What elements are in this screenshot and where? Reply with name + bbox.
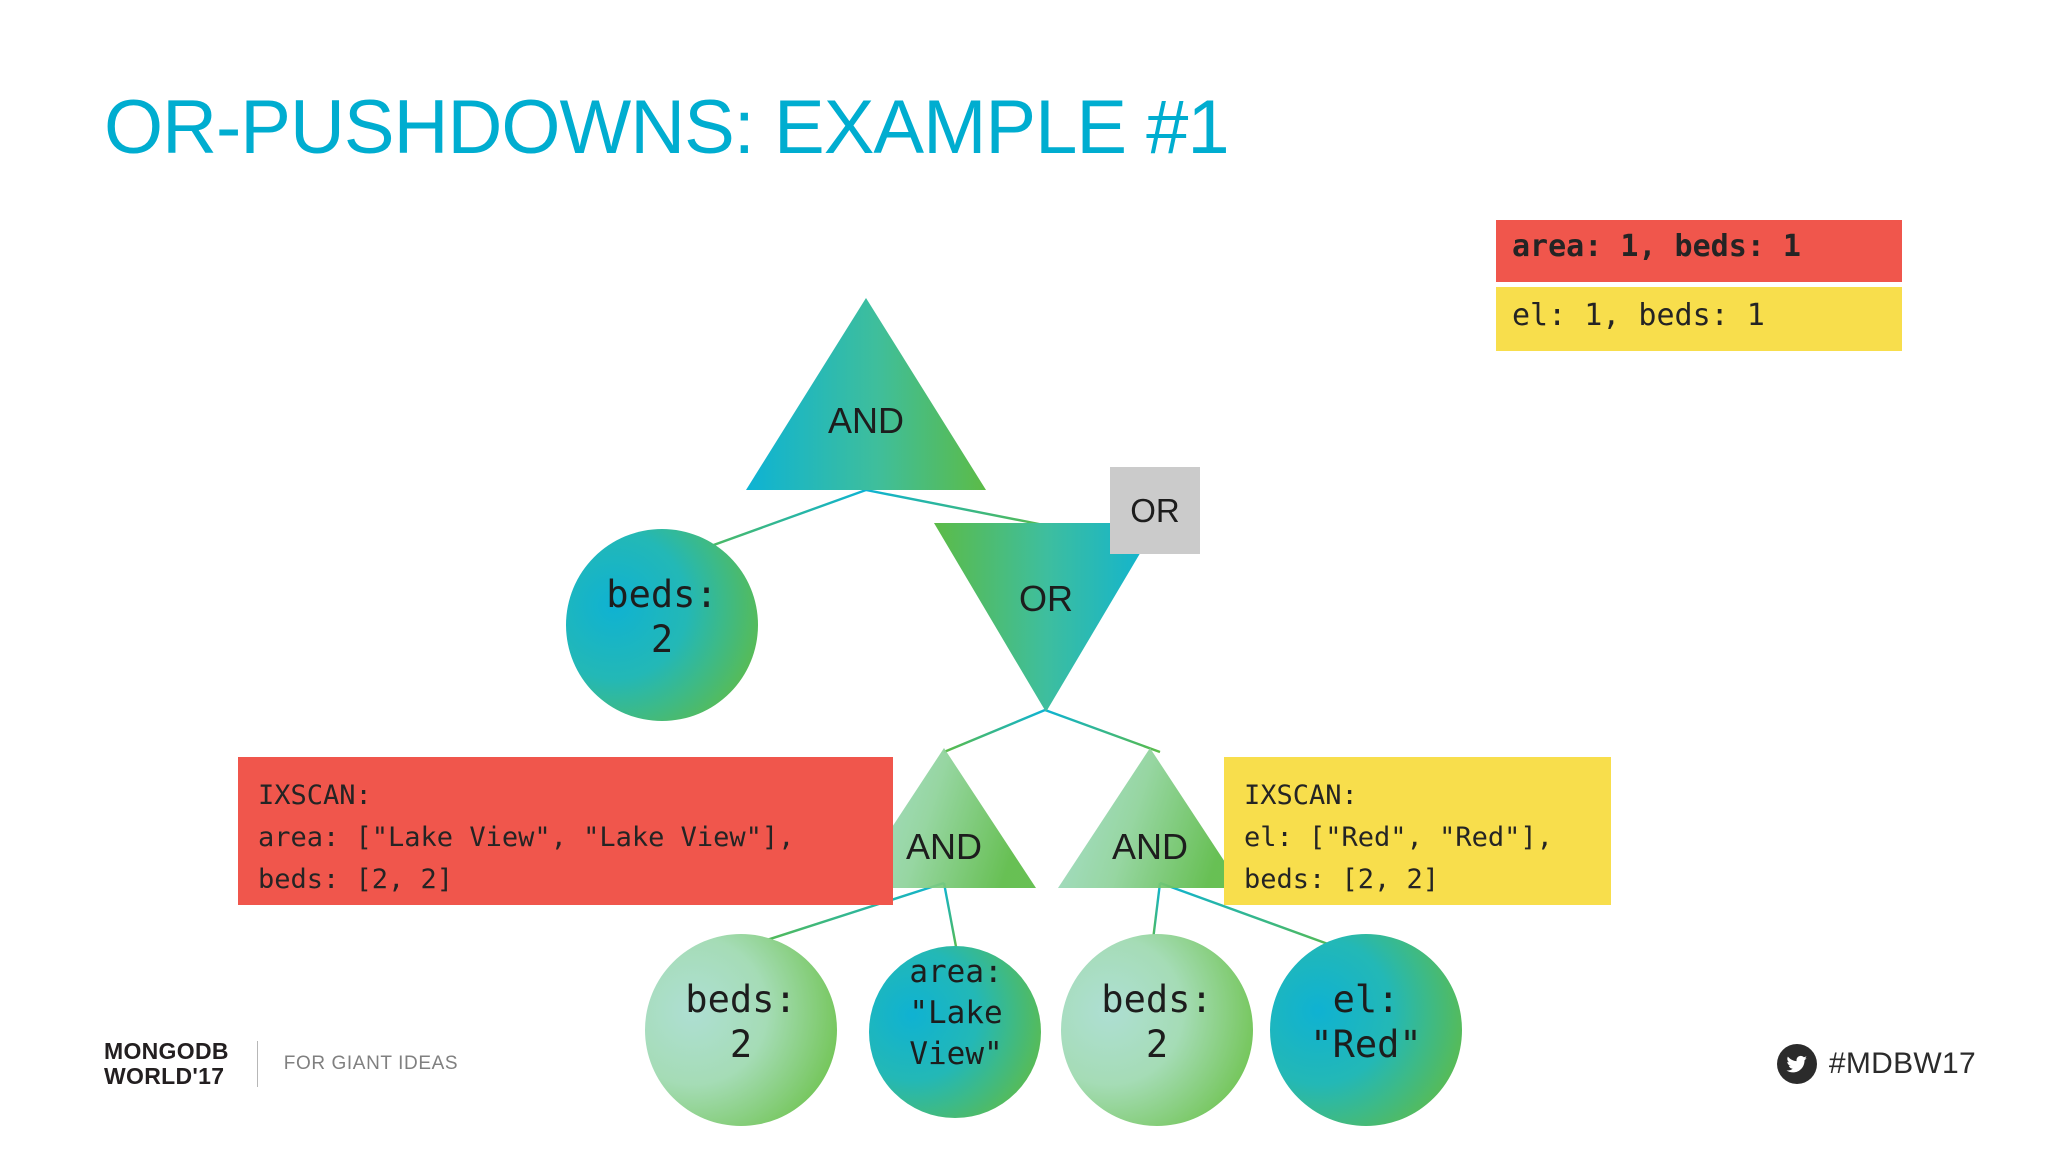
- node-label-root-and: AND: [827, 400, 904, 441]
- node-label-or: OR: [1019, 578, 1073, 619]
- node-label-beds-2-left: beds: 2: [606, 573, 718, 661]
- node-label-leaf-beds-a: beds: 2: [685, 978, 797, 1066]
- ixscan-annotation-right: IXSCAN: el: ["Red", "Red"], beds: [2, 2]: [1224, 757, 1611, 905]
- node-label-and-left: AND: [905, 826, 982, 867]
- twitter-icon: [1776, 1044, 1817, 1084]
- edge-or-to-and-left: [943, 708, 1046, 754]
- edge-root-to-or: [865, 488, 1055, 529]
- ixscan-left-line2: area: ["Lake View", "Lake View"],: [258, 822, 795, 853]
- footer-social: #MDBW17: [1776, 1040, 1976, 1088]
- node-root-and[interactable]: [746, 298, 986, 490]
- ixscan-right-line2: el: ["Red", "Red"],: [1244, 822, 1553, 853]
- edge-andleft-to-area: [942, 882, 959, 953]
- page-title: OR-PUSHDOWNS: EXAMPLE #1: [104, 85, 1230, 170]
- node-label-leaf-el: el: "Red": [1310, 978, 1422, 1066]
- or-chip-callout[interactable]: OR: [1110, 467, 1200, 554]
- legend-index-secondary: el: 1, beds: 1: [1496, 287, 1902, 351]
- ixscan-left-line3: beds: [2, 2]: [258, 864, 454, 895]
- edge-root-to-beds: [671, 488, 867, 562]
- node-label-leaf-area: area: "Lake View": [909, 954, 1003, 1072]
- node-leaf-area[interactable]: [869, 946, 1041, 1118]
- footer-brand-lockup: MONGODB WORLD'17 FOR GIANT IDEAS: [104, 1038, 458, 1090]
- social-handle: #MDBW17: [1828, 1047, 1976, 1080]
- node-beds-2-left[interactable]: [566, 529, 758, 721]
- node-label-and-right: AND: [1111, 826, 1188, 867]
- ixscan-annotation-left: IXSCAN: area: ["Lake View", "Lake View"]…: [238, 757, 893, 905]
- node-leaf-beds-b[interactable]: [1061, 934, 1253, 1126]
- node-leaf-beds-a[interactable]: [645, 934, 837, 1126]
- footer-tagline: FOR GIANT IDEAS: [283, 1053, 459, 1074]
- legend-index-primary: area: 1, beds: 1: [1496, 220, 1902, 282]
- ixscan-right-line1: IXSCAN:: [1244, 780, 1358, 811]
- ixscan-right-line3: beds: [2, 2]: [1244, 864, 1440, 895]
- ixscan-left-line1: IXSCAN:: [258, 780, 372, 811]
- footer-divider: [256, 1041, 258, 1087]
- edge-andright-to-beds: [1150, 882, 1162, 949]
- node-label-leaf-beds-b: beds: 2: [1101, 978, 1213, 1066]
- node-and-right[interactable]: [1058, 748, 1242, 888]
- node-leaf-el[interactable]: [1270, 934, 1462, 1126]
- edge-or-to-and-right: [1044, 708, 1161, 754]
- mongodb-world-wordmark: MONGODB WORLD'17: [104, 1038, 229, 1089]
